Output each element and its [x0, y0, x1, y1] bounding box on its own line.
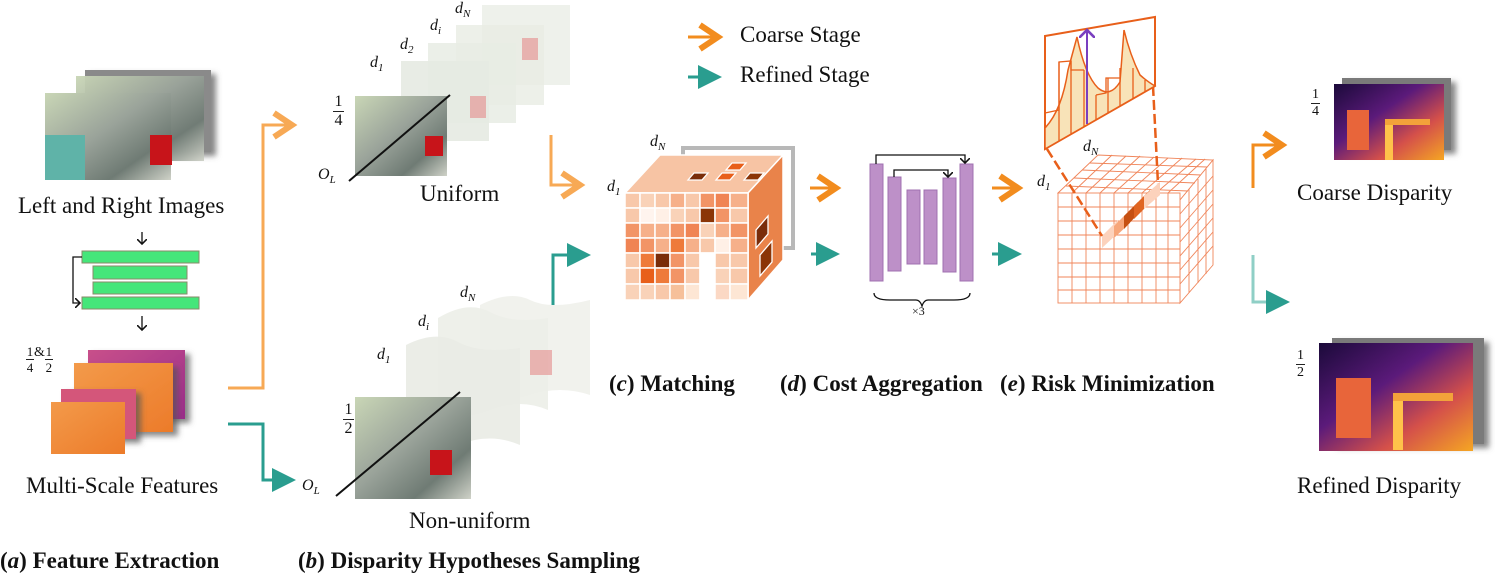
refined-disparity-label: Refined Disparity	[1297, 473, 1462, 498]
coarse-disparity-label: Coarse Disparity	[1297, 180, 1453, 205]
cost-volume-cube	[623, 146, 795, 302]
projection-line	[1151, 85, 1160, 185]
repeat-brace	[873, 292, 971, 309]
risk-axis-end: dN	[1083, 138, 1099, 159]
caption-matching: (c) Matching	[609, 371, 735, 396]
legend-refined-label: Refined Stage	[740, 62, 870, 87]
uniform-planes	[348, 5, 570, 182]
coarse-output-connector	[1251, 130, 1288, 188]
risk-cube	[1056, 154, 1214, 305]
uniform-label: Uniform	[420, 181, 500, 206]
stereo-images	[45, 70, 211, 180]
refined-connector	[551, 243, 591, 305]
refined-output-connector	[1251, 255, 1290, 314]
plane-label-di: di	[418, 313, 430, 334]
feature-maps	[51, 350, 185, 454]
origin-label: OL	[302, 477, 320, 498]
coarse-connector	[228, 110, 298, 390]
features-label: Multi-Scale Features	[26, 473, 219, 498]
refined-connector	[228, 422, 296, 492]
plane-label-dN: dN	[460, 284, 476, 305]
caption-aggregation: (d) Cost Aggregation	[780, 371, 983, 396]
disparity-column	[1102, 182, 1160, 248]
backbone-network	[72, 250, 200, 310]
caption-risk: (e) Risk Minimization	[1000, 371, 1215, 396]
nonuniform-label: Non-uniform	[409, 508, 531, 533]
plane-label-d1: d1	[377, 346, 391, 367]
hourglass-network	[869, 154, 974, 309]
plane-label-dN: dN	[455, 0, 471, 21]
nonuniform-planes	[335, 296, 590, 499]
refined-disparity-map	[1319, 338, 1484, 451]
risk-distribution-panel	[1044, 15, 1157, 151]
coarse-connector	[549, 135, 586, 200]
projection-line	[1045, 148, 1104, 237]
matching-axis-start: d1	[607, 178, 621, 199]
origin-label: OL	[318, 166, 336, 187]
caption-sampling: (b) Disparity Hypotheses Sampling	[298, 548, 640, 573]
risk-axis-start: d1	[1037, 173, 1051, 194]
repeat-label: ×3	[912, 304, 925, 318]
plane-label-di: di	[430, 17, 442, 38]
legend-coarse-label: Coarse Stage	[740, 22, 861, 47]
plane-label-d2: d2	[400, 36, 414, 57]
matching-axis-end: dN	[650, 133, 666, 154]
caption-feature-extraction: (a) Feature Extraction	[0, 548, 220, 573]
plane-label-d1: d1	[370, 54, 384, 75]
coarse-disparity-map	[1334, 78, 1451, 160]
input-images-label: Left and Right Images	[18, 193, 225, 218]
